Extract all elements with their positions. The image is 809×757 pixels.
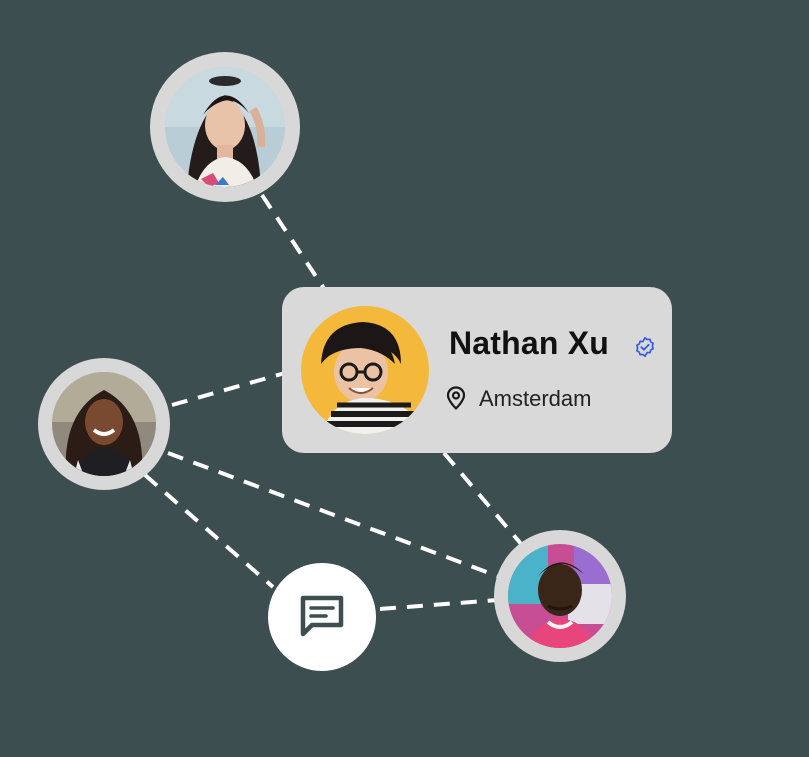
map-pin-icon xyxy=(446,386,466,410)
connector-left-to-card xyxy=(171,371,286,407)
connector-card-to-bottom-right xyxy=(442,451,524,547)
chat-button[interactable] xyxy=(268,563,376,671)
profile-card[interactable]: Nathan Xu Amsterdam xyxy=(282,287,672,453)
contact-node-bottom-right[interactable] xyxy=(494,530,626,662)
connector-left-to-chat xyxy=(143,473,275,589)
contact-node-left[interactable] xyxy=(38,358,170,490)
avatar xyxy=(508,544,612,648)
chat-bubble-icon xyxy=(300,595,344,637)
connector-chat-to-bottom-right xyxy=(379,598,499,611)
avatar xyxy=(52,372,156,476)
connector-top-to-card xyxy=(260,193,327,292)
profile-location: Amsterdam xyxy=(479,386,592,411)
profile-name: Nathan Xu xyxy=(449,325,610,361)
avatar xyxy=(165,67,285,187)
contact-node-top[interactable] xyxy=(150,52,300,202)
connector-left-to-bottom-right xyxy=(167,451,501,579)
verified-badge-icon xyxy=(636,337,654,357)
profile-avatar xyxy=(301,306,429,434)
